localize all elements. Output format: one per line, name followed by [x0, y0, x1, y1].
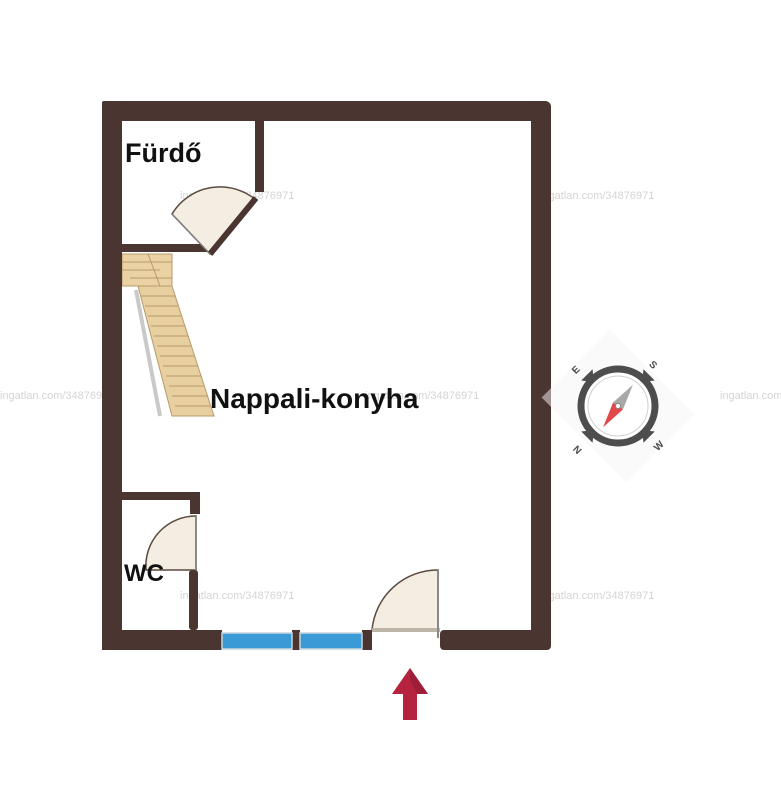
bathroom-door [171, 186, 259, 256]
wc-wall-right [190, 492, 200, 514]
watermark-6: ingatlan.com/34876971 [180, 590, 294, 602]
wall-bottom-left [102, 630, 222, 650]
watermark-4: ingatlan.com/34876971 [365, 390, 479, 402]
staircase [121, 253, 215, 417]
wall-right [531, 101, 551, 650]
watermark-7: ingatlan.com/34876971 [540, 590, 654, 602]
bathroom-wall-right [255, 118, 264, 192]
room-label-living-kitchen: Nappali-konyha [210, 383, 419, 414]
wall-left [102, 101, 122, 650]
compass-north: N [570, 444, 583, 457]
entrance-arrow-icon [392, 668, 428, 720]
window-right [299, 632, 363, 650]
compass-icon: N E S W [541, 329, 695, 483]
entrance-door [371, 569, 440, 638]
wall-window-pier-2 [362, 630, 372, 650]
doors [145, 186, 440, 638]
watermark-5: ingatlan.com/34876971 [720, 390, 781, 402]
watermark-3: ingatlan.com/34876971 [0, 390, 114, 402]
wall-window-pier-1 [292, 630, 300, 650]
wall-top [102, 101, 551, 121]
room-label-toilet: WC [124, 560, 164, 587]
wc-wall-top [118, 492, 200, 500]
bathroom-wall-bottom [118, 244, 214, 252]
wall-bottom-right [440, 630, 551, 650]
window-left [221, 632, 293, 650]
room-label-bathroom: Fürdő [125, 138, 201, 168]
windows [221, 632, 363, 650]
wc-door [145, 515, 197, 571]
wc-wall-right-lower [189, 570, 198, 630]
watermark-2: ingatlan.com/34876971 [540, 190, 654, 202]
walls [102, 101, 551, 650]
